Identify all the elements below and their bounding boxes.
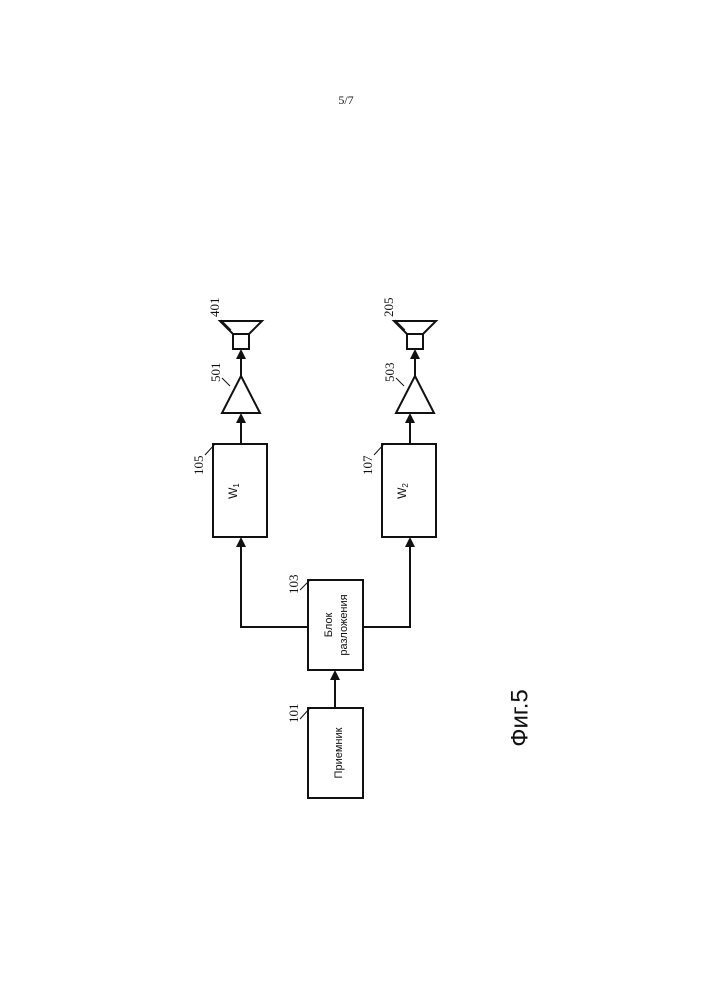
arrowhead bbox=[410, 349, 420, 359]
amplifier-2-ref: 503 bbox=[382, 363, 397, 383]
filter-1-label-subscript: 1 bbox=[232, 483, 241, 488]
arrowhead bbox=[405, 413, 415, 423]
filter-2-label-subscript: 2 bbox=[401, 483, 410, 488]
speaker-2-body bbox=[407, 334, 423, 349]
decomposition-block bbox=[308, 580, 363, 670]
filter-1-ref: 105 bbox=[191, 456, 206, 476]
arrowhead bbox=[236, 537, 246, 547]
arrowhead bbox=[405, 537, 415, 547]
decomposition-label-line2: разложения bbox=[338, 594, 350, 655]
decomposition-ref: 103 bbox=[286, 575, 301, 595]
speaker-1-ref: 401 bbox=[207, 298, 222, 318]
speaker-2-ref: 205 bbox=[381, 298, 396, 318]
figure-caption: Фиг.5 bbox=[506, 689, 533, 747]
receiver-ref: 101 bbox=[286, 704, 301, 724]
arrowhead bbox=[330, 670, 340, 680]
decomposition-label-line1: Блок bbox=[323, 613, 335, 638]
speaker-1-cone bbox=[220, 321, 262, 334]
filter-2-label-main: W bbox=[395, 487, 409, 499]
speaker-1-body bbox=[233, 334, 249, 349]
ref-leader bbox=[222, 378, 230, 386]
arrowhead bbox=[236, 413, 246, 423]
filter-1-label-main: W bbox=[226, 487, 240, 499]
wire-decomposition-to-filter-2 bbox=[363, 545, 410, 627]
filter-2-ref: 107 bbox=[360, 455, 375, 475]
arrowhead bbox=[236, 349, 246, 359]
ref-leader bbox=[396, 378, 404, 386]
amplifier-1-triangle bbox=[222, 376, 260, 413]
speaker-2-cone bbox=[394, 321, 436, 334]
amplifier-2-triangle bbox=[396, 376, 434, 413]
receiver-label: Приемник bbox=[333, 727, 345, 778]
amplifier-1-ref: 501 bbox=[208, 363, 223, 383]
